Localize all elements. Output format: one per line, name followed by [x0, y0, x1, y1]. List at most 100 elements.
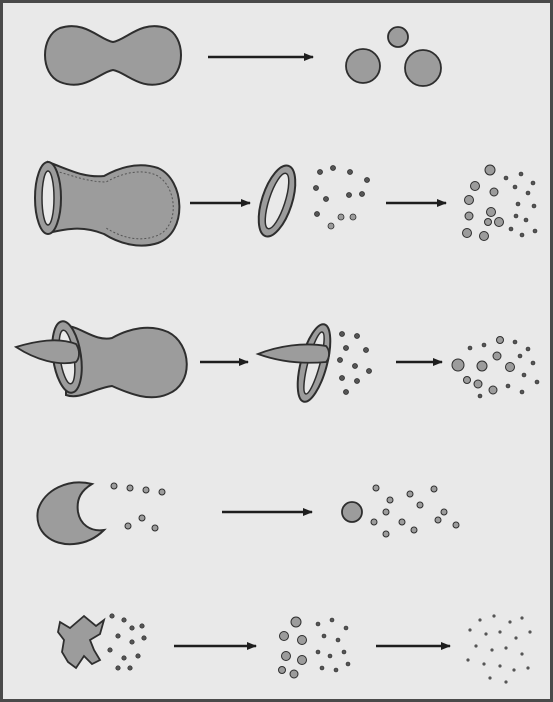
droplet: [139, 515, 145, 521]
droplet: [514, 214, 518, 218]
row-5: [58, 614, 532, 684]
droplet: [315, 212, 320, 217]
dumbbell-drop: [45, 26, 181, 85]
droplet: [334, 668, 338, 672]
droplet: [280, 632, 289, 641]
droplet: [520, 616, 523, 619]
droplet: [344, 346, 349, 351]
droplet: [364, 348, 369, 353]
droplet: [474, 380, 482, 388]
droplet: [399, 519, 405, 525]
spike-ring-and-drops: [258, 321, 372, 405]
droplet: [531, 361, 535, 365]
droplet: [452, 359, 464, 371]
droplet: [524, 218, 528, 222]
droplet: [477, 361, 487, 371]
droplet: [125, 523, 131, 529]
fine-mist: [466, 614, 531, 683]
droplet: [338, 358, 343, 363]
droplet: [531, 181, 535, 185]
droplet: [522, 373, 526, 377]
droplet: [387, 497, 393, 503]
droplet: [320, 666, 324, 670]
droplet: [316, 650, 320, 654]
droplet: [468, 346, 472, 350]
droplet: [346, 662, 350, 666]
droplet: [314, 186, 319, 191]
droplet: [514, 636, 517, 639]
droplet: [159, 489, 165, 495]
droplet: [328, 654, 332, 658]
droplet: [431, 486, 437, 492]
droplet: [108, 648, 112, 652]
droplet: [441, 509, 447, 515]
droplet: [490, 188, 498, 196]
droplet: [136, 654, 140, 658]
droplet: [279, 667, 286, 674]
droplet: [474, 644, 477, 647]
droplet: [128, 666, 132, 670]
ring-and-fine-drops: [251, 161, 369, 241]
droplet: [465, 196, 474, 205]
droplet: [506, 363, 515, 372]
droplet: [417, 502, 423, 508]
droplet: [484, 632, 487, 635]
droplet: [328, 223, 334, 229]
droplet: [411, 527, 417, 533]
row-3: [16, 319, 539, 405]
droplet: [110, 614, 114, 618]
droplet: [336, 638, 340, 642]
droplet: [388, 27, 408, 47]
droplet: [485, 219, 492, 226]
droplet: [340, 376, 345, 381]
droplet: [482, 662, 485, 665]
droplet: [488, 676, 491, 679]
droplet: [342, 502, 362, 522]
droplet: [495, 218, 504, 227]
crescent-drop-with-fragments: [37, 482, 165, 544]
droplet: [116, 666, 120, 670]
droplet: [485, 165, 495, 175]
droplet: [520, 390, 524, 394]
mixed-droplets: [463, 165, 538, 241]
droplet: [435, 517, 441, 523]
mixed-droplets: [279, 617, 351, 678]
droplet: [152, 525, 158, 531]
droplet: [360, 192, 365, 197]
droplet: [383, 509, 389, 515]
droplet: [330, 618, 334, 622]
drop-with-rim-and-spike: [16, 319, 187, 397]
droplet: [465, 212, 473, 220]
droplet: [122, 656, 126, 660]
droplet: [463, 229, 472, 238]
row-2: [35, 161, 537, 245]
droplet: [342, 650, 346, 654]
droplet: [407, 491, 413, 497]
droplet: [331, 166, 336, 171]
droplet: [490, 648, 493, 651]
droplet: [111, 483, 117, 489]
droplet: [122, 618, 126, 622]
droplet: [322, 634, 326, 638]
droplet: [509, 227, 513, 231]
droplet: [489, 386, 497, 394]
droplet: [318, 170, 323, 175]
droplet: [482, 343, 486, 347]
droplet: [512, 668, 515, 671]
jagged-fragment-with-drops: [58, 614, 146, 670]
droplet: [480, 232, 489, 241]
row-4: [37, 482, 459, 544]
droplet: [365, 178, 370, 183]
droplet: [526, 191, 530, 195]
droplet: [367, 369, 372, 374]
droplet: [355, 379, 360, 384]
droplet: [535, 380, 539, 384]
droplet: [526, 666, 529, 669]
droplet: [504, 646, 507, 649]
droplet: [116, 634, 120, 638]
droplet: [471, 182, 480, 191]
droplet: [140, 624, 144, 628]
droplet: [371, 519, 377, 525]
droplet: [127, 485, 133, 491]
